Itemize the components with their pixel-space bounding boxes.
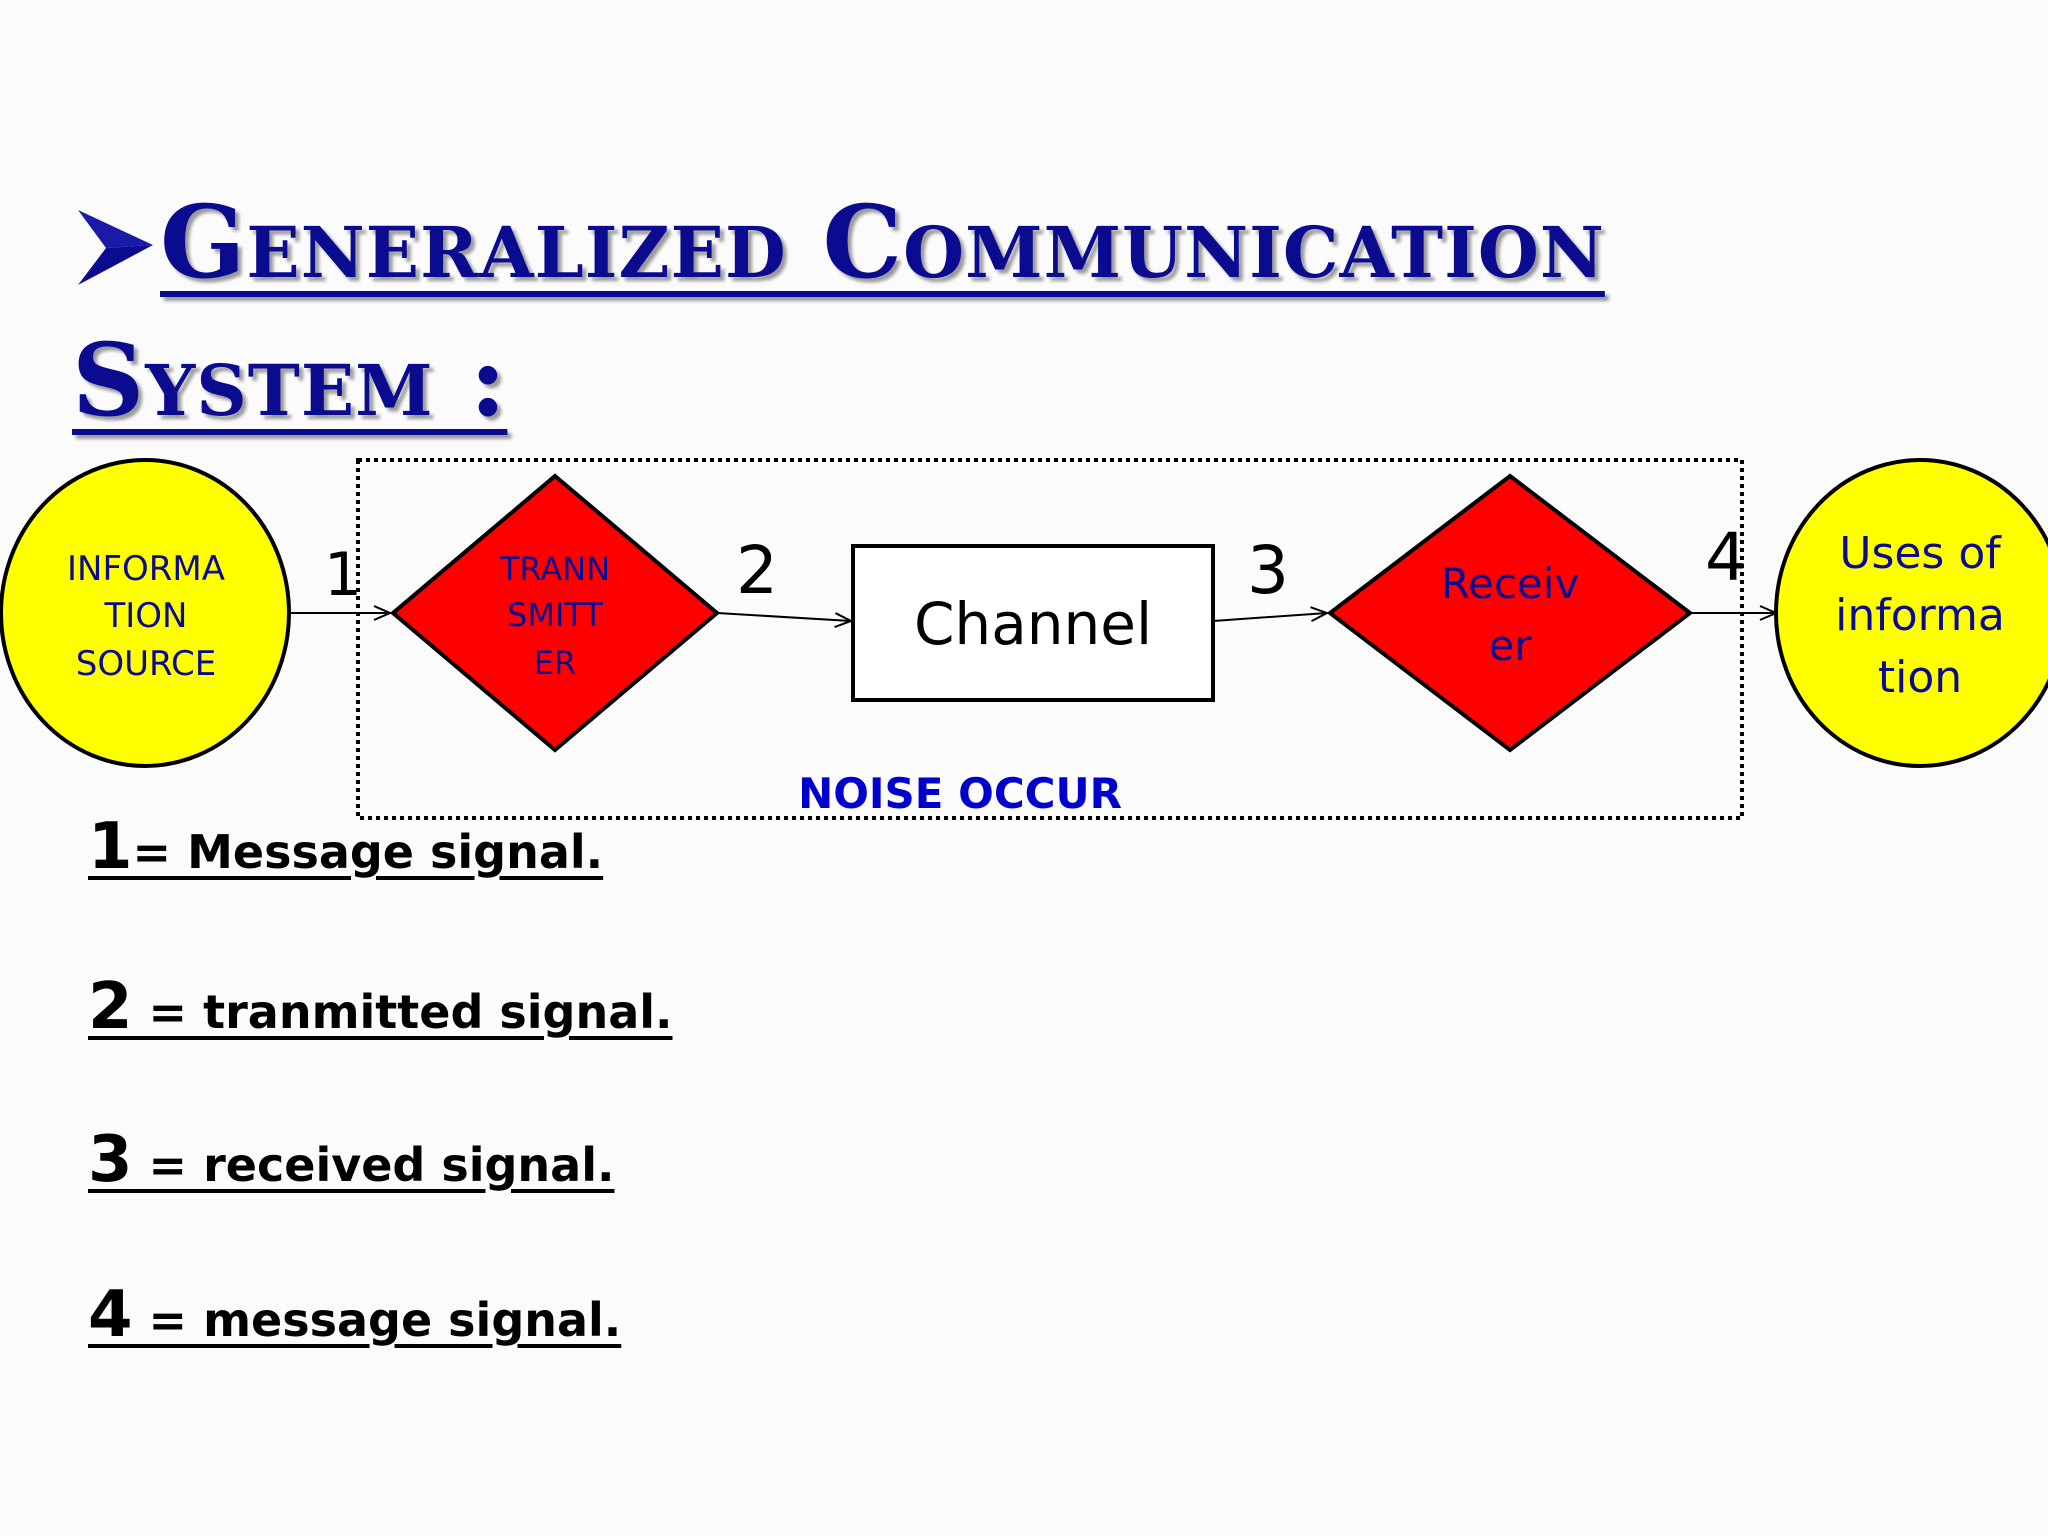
channel-label: Channel — [914, 590, 1152, 658]
legend-text-4: = message signal. — [132, 1293, 622, 1347]
transmitter-node: TRANN SMITT ER — [389, 473, 721, 753]
transmitter-label-line-3: ER — [534, 644, 576, 682]
destination-label-line-3: tion — [1878, 652, 1962, 703]
receiver-label-line-1: Receiv — [1441, 559, 1580, 608]
destination-label-line-2: informa — [1835, 590, 2005, 641]
transmitter-label-line-2: SMITT — [507, 596, 603, 634]
page-title-line-1: Generalized Communication — [160, 183, 1605, 301]
source-label-line-3: SOURCE — [76, 644, 216, 684]
arrow-number-1: 1 — [324, 540, 362, 610]
legend-text-1: = Message signal. — [132, 825, 604, 879]
arrow-number-3: 3 — [1247, 532, 1289, 609]
channel-node: Channel — [851, 544, 1215, 702]
noise-label: NOISE OCCUR — [798, 769, 1122, 818]
legend-number-4: 4 — [88, 1278, 133, 1352]
arrow-3 — [1212, 613, 1327, 622]
legend-number-3: 3 — [88, 1123, 133, 1197]
legend-item-4: 4 = message signal. — [88, 1278, 621, 1352]
legend-item-1: 1= Message signal. — [88, 810, 603, 884]
arrow-number-2: 2 — [736, 532, 778, 609]
legend-text-3: = received signal. — [132, 1138, 615, 1192]
legend-text-2: = tranmitted signal. — [132, 985, 673, 1039]
transmitter-label-line-1: TRANN — [499, 550, 610, 588]
information-source-node: INFORMA TION SOURCE — [0, 458, 291, 768]
legend-item-2: 2 = tranmitted signal. — [88, 970, 673, 1044]
bullet-arrow-icon — [78, 210, 153, 285]
receiver-node: Receiv er — [1326, 473, 1694, 753]
legend-number-2: 2 — [88, 970, 133, 1044]
receiver-label-line-2: er — [1488, 621, 1532, 670]
information-destination-node: Uses of informa tion — [1774, 458, 2048, 768]
arrow-2 — [716, 612, 851, 621]
page-title-line-2: System : — [72, 321, 508, 439]
legend-item-3: 3 = received signal. — [88, 1123, 614, 1197]
source-label-line-2: TION — [104, 596, 188, 636]
legend-number-1: 1 — [88, 810, 133, 884]
arrow-number-4: 4 — [1705, 519, 1747, 596]
source-label-line-1: INFORMA — [67, 549, 225, 589]
communication-diagram: INFORMA TION SOURCE 1 TRANN SMITT ER 2 C… — [0, 458, 2048, 820]
noise-boundary-box — [356, 458, 1744, 820]
destination-label-line-1: Uses of — [1839, 528, 2002, 579]
